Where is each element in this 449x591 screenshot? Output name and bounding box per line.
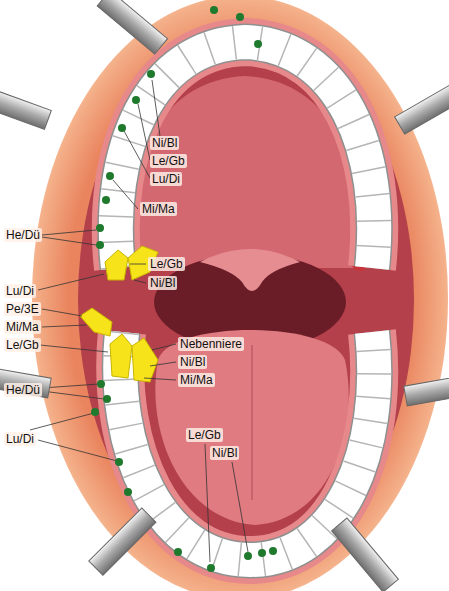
green-point	[106, 172, 114, 180]
leader-line	[38, 274, 104, 290]
retractor	[97, 0, 167, 54]
leader-line	[40, 345, 108, 352]
retractor	[0, 366, 51, 398]
green-point	[147, 70, 155, 78]
leader-line	[42, 391, 104, 399]
leader-line	[30, 413, 94, 430]
upper-gum	[116, 42, 374, 268]
green-point	[103, 395, 111, 403]
point-label: Mi/Ma	[178, 373, 215, 387]
retractor	[89, 508, 156, 575]
green-point	[258, 549, 266, 557]
leader-line	[152, 344, 176, 350]
point-label: Pe/3E	[4, 302, 41, 316]
leader-line	[144, 378, 176, 380]
green-point	[118, 124, 126, 132]
green-point	[254, 40, 262, 48]
lower-teeth-outline	[120, 332, 374, 560]
retractor	[332, 518, 399, 591]
upper-teeth-gaps	[116, 42, 374, 268]
mouth-cavity	[78, 28, 414, 572]
leader-line	[42, 325, 86, 327]
green-point	[124, 488, 132, 496]
leader-line	[150, 362, 176, 366]
upper-teeth	[116, 42, 374, 268]
leader-line	[130, 264, 146, 265]
point-label: Mi/Ma	[140, 202, 177, 216]
green-point	[244, 552, 252, 560]
leader-line	[205, 444, 210, 562]
point-label: He/Dü	[4, 383, 42, 397]
point-label: Le/Gb	[186, 428, 223, 442]
leader-line	[42, 230, 96, 235]
point-label: Lu/Di	[150, 172, 182, 186]
yellow-zone	[110, 334, 132, 378]
green-point	[91, 408, 99, 416]
green-point	[115, 458, 123, 466]
yellow-zones	[80, 246, 158, 382]
point-label: Le/Gb	[148, 257, 185, 271]
point-label: Le/Gb	[4, 338, 41, 352]
point-label: Le/Gb	[150, 154, 187, 168]
point-label: Lu/Di	[4, 284, 36, 298]
point-label: Ni/Bl	[150, 136, 179, 150]
lips	[32, 0, 448, 591]
tongue-groove	[251, 345, 253, 500]
leader-line	[42, 309, 82, 316]
point-label: Nebenniere	[178, 337, 244, 351]
yellow-zone	[80, 308, 112, 336]
green-point	[269, 547, 277, 555]
point-label: He/Dü	[4, 228, 42, 242]
upper-teeth-outline	[116, 42, 374, 268]
leader-line	[134, 280, 146, 283]
point-label: Ni/Bl	[148, 276, 177, 290]
point-label: Ni/Bl	[210, 446, 239, 460]
green-point	[207, 564, 215, 572]
lower-gum	[120, 332, 374, 560]
lower-teeth	[120, 332, 374, 560]
uvula	[200, 249, 300, 291]
leader-line	[42, 237, 96, 245]
point-label: Mi/Ma	[4, 320, 41, 334]
green-point	[210, 6, 218, 14]
green-point	[102, 196, 110, 204]
green-point	[132, 96, 140, 104]
leader-line	[38, 440, 117, 461]
retractor	[395, 82, 449, 134]
green-point	[96, 241, 104, 249]
yellow-zone	[105, 250, 128, 280]
green-point	[174, 548, 182, 556]
green-points	[91, 6, 277, 572]
leader-line	[138, 104, 150, 160]
leader-line	[152, 80, 160, 136]
green-point	[96, 224, 104, 232]
retractor	[404, 374, 449, 406]
point-label: Lu/Di	[4, 432, 36, 446]
retractor	[0, 87, 51, 130]
leader-line	[124, 131, 150, 178]
green-point	[236, 13, 244, 21]
point-label: Ni/Bl	[178, 355, 207, 369]
lower-teeth-gaps	[120, 332, 374, 560]
green-point	[97, 380, 105, 388]
yellow-zone	[132, 338, 158, 382]
leader-lines	[30, 80, 248, 562]
leader-line	[113, 180, 138, 209]
leader-line	[232, 462, 248, 552]
